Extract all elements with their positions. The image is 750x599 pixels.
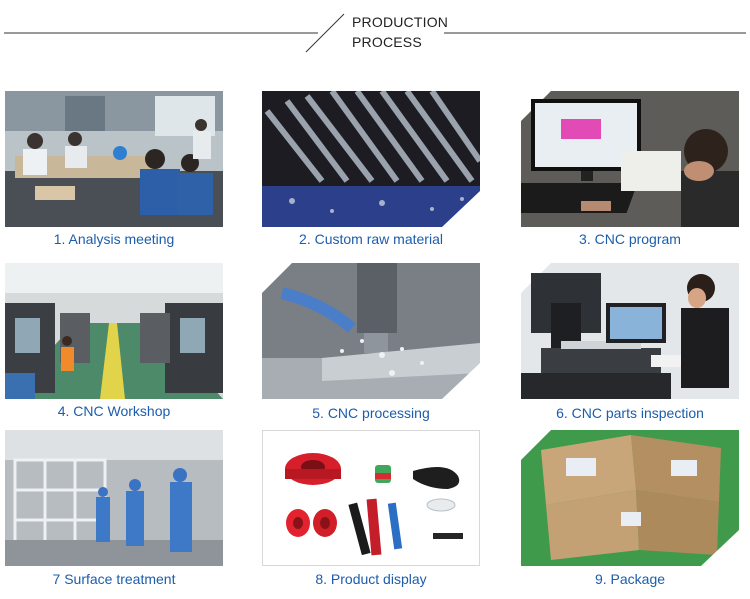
caption-analysis-meeting: 1. Analysis meeting: [53, 231, 175, 247]
caption-cnc-program: 3. CNC program: [579, 231, 681, 247]
caption-cnc-parts-inspection: 6. CNC parts inspection: [556, 405, 704, 421]
surface-treatment-photo: [5, 430, 223, 566]
analysis-meeting-photo: [5, 91, 223, 227]
cnc-processing-photo: [262, 263, 480, 399]
cnc-program-photo: [521, 91, 739, 227]
custom-raw-material-photo: [262, 91, 480, 227]
cnc-workshop-photo: [5, 263, 223, 399]
cnc-parts-inspection-photo: [521, 263, 739, 399]
caption-surface-treatment: 7 Surface treatment: [52, 571, 176, 587]
page-title-line-2: PROCESS: [352, 34, 422, 50]
caption-product-display: 8. Product display: [315, 571, 427, 587]
product-display-photo: [262, 430, 480, 566]
package-photo: [521, 430, 739, 566]
caption-cnc-workshop: 4. CNC Workshop: [57, 403, 171, 419]
caption-package: 9. Package: [594, 571, 666, 587]
page-title-line-1: PRODUCTION: [352, 14, 449, 30]
header-decoration: [4, 13, 746, 53]
caption-cnc-processing: 5. CNC processing: [312, 405, 430, 421]
caption-custom-raw-material: 2. Custom raw material: [299, 231, 443, 247]
header: PRODUCTION PROCESS: [0, 0, 750, 60]
